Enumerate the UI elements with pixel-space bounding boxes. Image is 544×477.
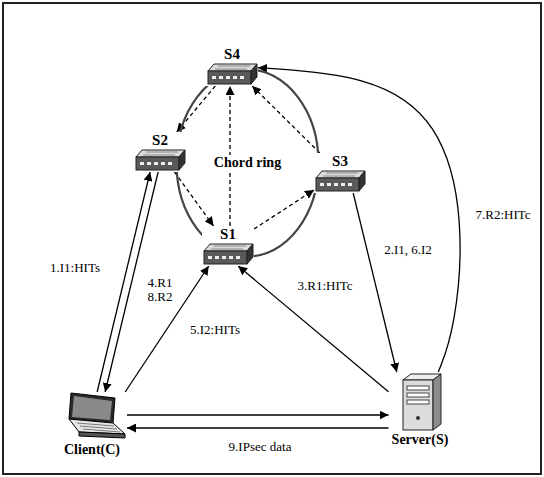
edge-label: 5.I2:HITs (188, 323, 242, 337)
edge-label: 7.R2:HITc (473, 208, 532, 222)
router-icon (314, 169, 366, 193)
router-icon (206, 62, 258, 86)
node-label: S4 (224, 46, 240, 62)
peer-node: S4 (206, 46, 258, 86)
node-label: S1 (220, 226, 236, 242)
connector (254, 190, 314, 229)
connector (238, 266, 388, 392)
edge-label: 3.R1:HITc (295, 279, 354, 293)
node-label: Server(S) (392, 432, 449, 448)
edge-label: 2.I1, 6.I2 (382, 243, 434, 257)
router-icon (202, 242, 254, 266)
node-label: S3 (332, 153, 348, 169)
ring-label: Chord ring (212, 155, 283, 171)
connector (258, 68, 460, 372)
server-icon (395, 372, 445, 432)
node-label: S2 (152, 132, 168, 148)
edge-label: 4.R1 8.R2 (138, 276, 182, 304)
connector (174, 172, 213, 226)
node-label: Client(C) (64, 442, 120, 458)
laptop-icon (57, 392, 127, 442)
server-node: Server(S) (389, 372, 452, 448)
frame-border (3, 3, 541, 474)
connector (127, 427, 389, 428)
peer-node: S3 (314, 153, 366, 193)
edge-label: 1.I1:HITs (48, 261, 102, 275)
peer-node: S2 (134, 132, 186, 172)
router-icon (134, 148, 186, 172)
client-node: Client(C) (57, 392, 127, 458)
connector (127, 414, 389, 415)
edge-label: 9.IPsec data (227, 440, 294, 454)
peer-node: S1 (202, 226, 254, 266)
connector (353, 193, 397, 372)
